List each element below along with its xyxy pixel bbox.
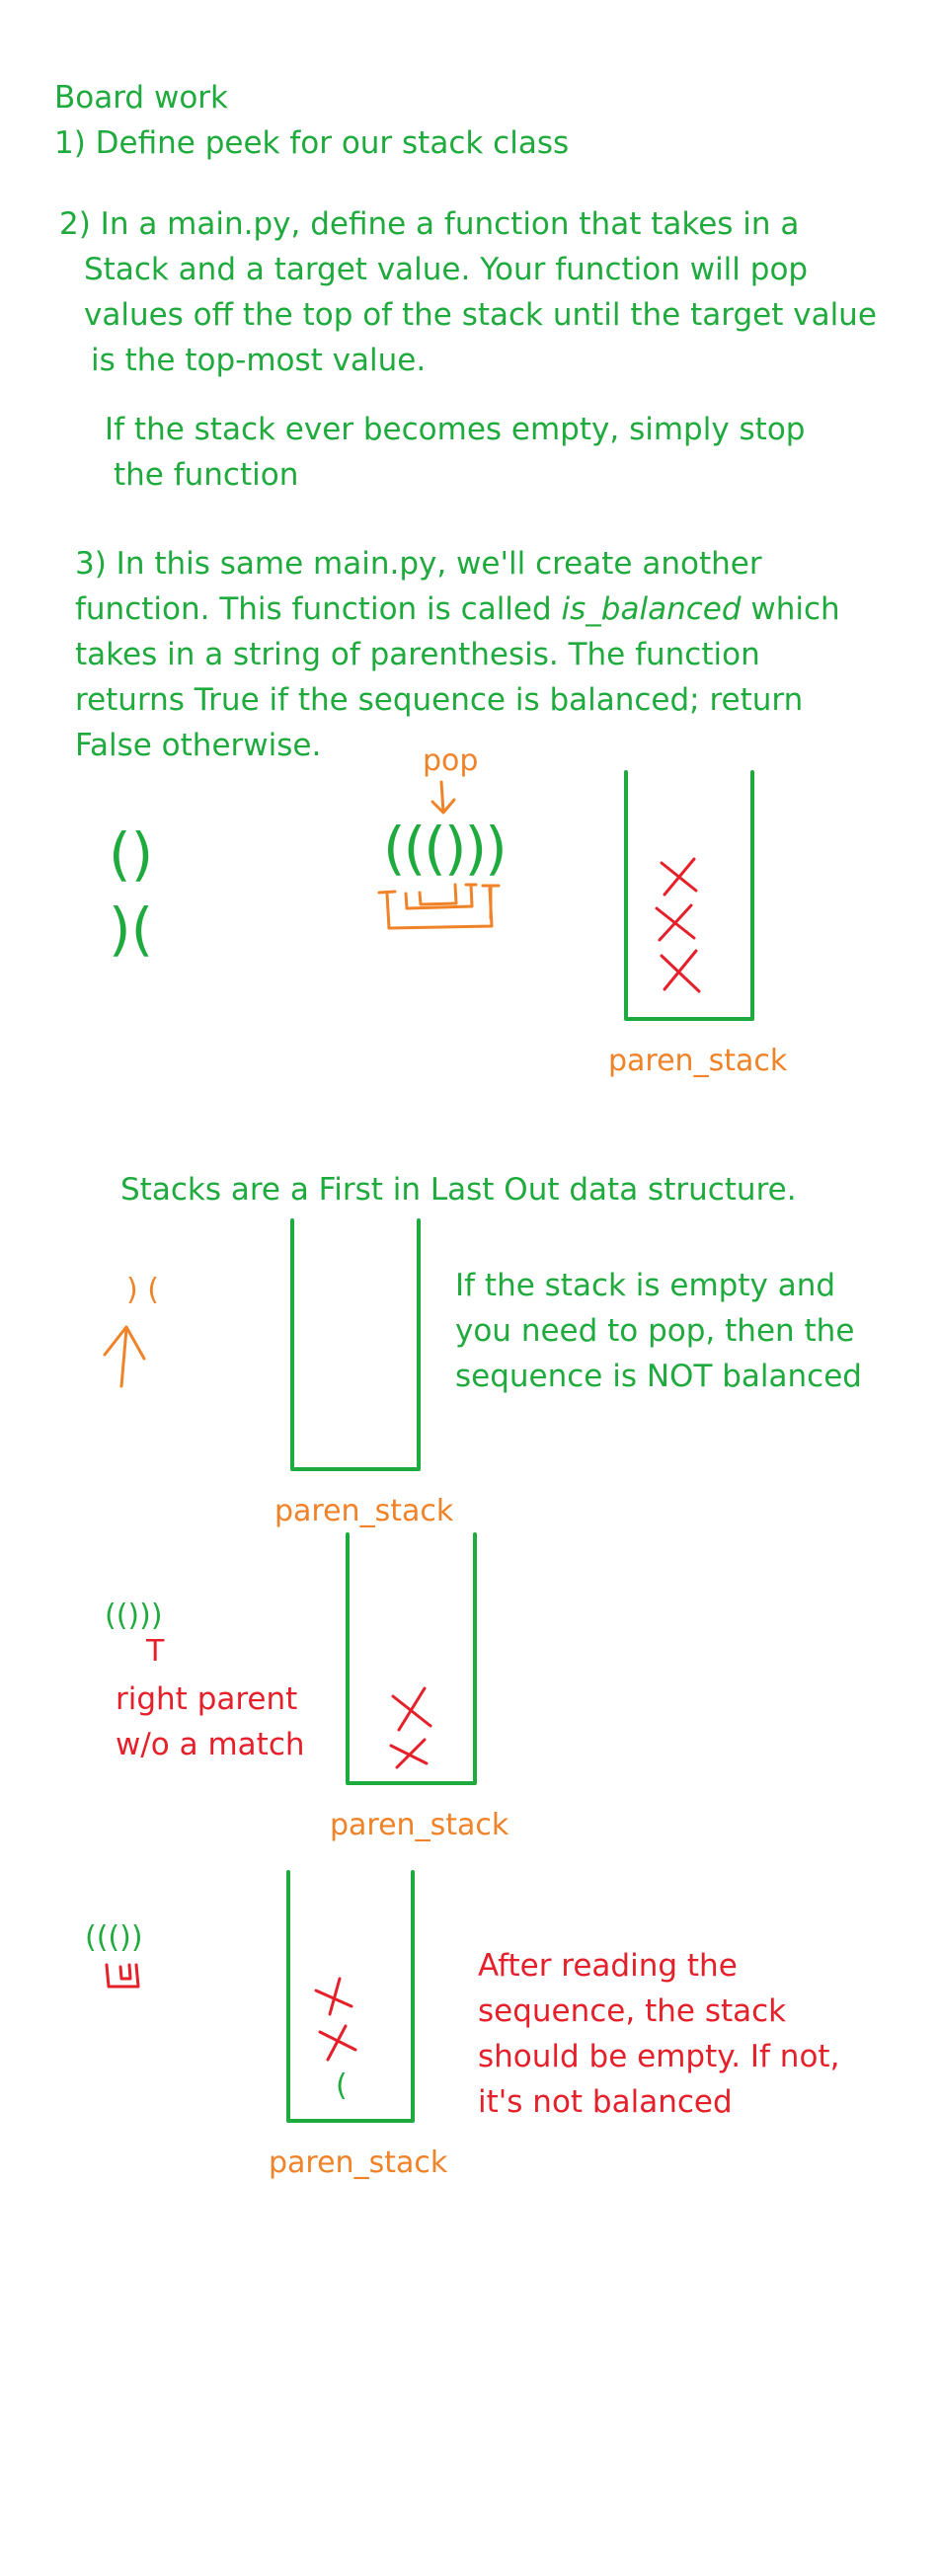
cross-mark-icon: [314, 1977, 357, 2062]
paren-stack-label-3: paren_stack: [330, 1808, 509, 1842]
pop-arrow-icon: [430, 780, 456, 815]
task-2-line-3: values off the top of the stack until th…: [84, 297, 877, 333]
paren-stack-container-4: [286, 1870, 415, 2123]
cross-mark-icon: [655, 857, 701, 993]
match-bracket-icon: [377, 883, 501, 930]
board-title: Board work: [54, 80, 228, 116]
right-paren-note-line-1: right parent: [116, 1681, 298, 1717]
task-2-note-line-2: the function: [114, 457, 299, 493]
task-3-line-2-end: which: [741, 591, 840, 627]
cross-mark-icon: [389, 1686, 432, 1769]
empty-pop-note-line-3: sequence is NOT balanced: [455, 1359, 862, 1394]
paren-stack-label-4: paren_stack: [269, 2146, 448, 2180]
sketch-4-expression: ((()): [85, 1920, 143, 1955]
nested-expression: ((())): [383, 815, 508, 882]
task-3-line-3: takes in a string of parenthesis. The fu…: [75, 637, 760, 672]
remaining-paren: (: [336, 2069, 348, 2103]
leftover-note-line-2: sequence, the stack: [478, 1993, 787, 2029]
task-2-line-1: 2) In a main.py, define a function that …: [59, 206, 800, 242]
task-3-line-2-start: function. This function is called: [75, 591, 562, 627]
task-1: 1) Define peek for our stack class: [54, 125, 570, 161]
empty-pop-note-line-1: If the stack is empty and: [455, 1268, 836, 1303]
paren-stack-container-1: [624, 770, 754, 1021]
task-2-line-2: Stack and a target value. Your function …: [84, 252, 809, 287]
sketch-2-expression: ) (: [126, 1273, 159, 1307]
task-2-note-line-1: If the stack ever becomes empty, simply …: [105, 412, 806, 447]
empty-pop-note-line-2: you need to pop, then the: [455, 1313, 855, 1349]
paren-stack-label-1: paren_stack: [608, 1044, 788, 1078]
paren-stack-label-2: paren_stack: [274, 1494, 454, 1528]
sketch-3-expression: (())): [105, 1599, 163, 1633]
leftover-note-line-1: After reading the: [478, 1948, 738, 1984]
task-3-line-1: 3) In this same main.py, we'll create an…: [75, 546, 762, 582]
stack-fact: Stacks are a First in Last Out data stru…: [120, 1172, 797, 1208]
unbalanced-example: )(: [109, 896, 154, 963]
task-3-line-5: False otherwise.: [75, 728, 322, 763]
pop-label: pop: [423, 743, 479, 778]
sketch-3-marker: T: [146, 1634, 165, 1669]
paren-stack-container-2: [290, 1218, 421, 1471]
task-3-line-2: function. This function is called is_bal…: [75, 594, 840, 625]
right-paren-note-line-2: w/o a match: [116, 1727, 305, 1762]
balanced-example: (): [109, 820, 154, 888]
is-balanced-name: is_balanced: [561, 591, 742, 627]
task-2-line-4: is the top-most value.: [91, 343, 427, 378]
leftover-note-line-4: it's not balanced: [478, 2084, 733, 2120]
bracket-mark-icon: [105, 1963, 140, 1989]
up-arrow-icon: [103, 1325, 146, 1388]
task-3-line-4: returns True if the sequence is balanced…: [75, 682, 804, 718]
leftover-note-line-3: should be empty. If not,: [478, 2039, 840, 2074]
paren-stack-container-3: [346, 1532, 477, 1785]
